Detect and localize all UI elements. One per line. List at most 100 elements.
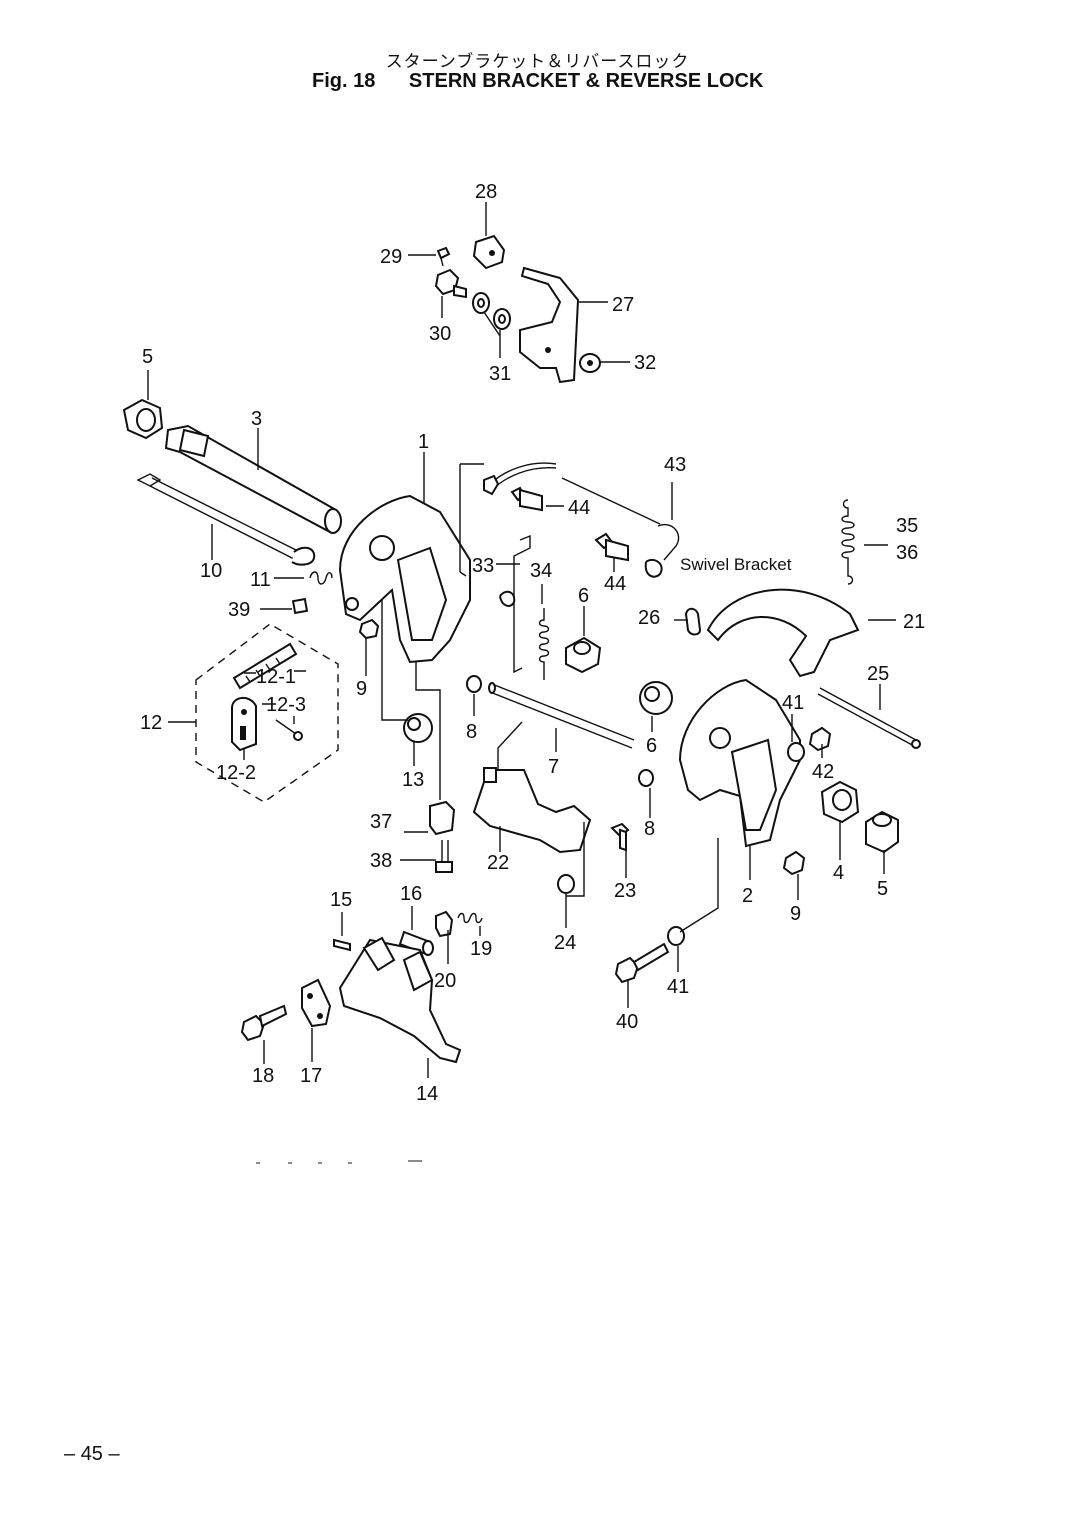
part-44-screw-upper (510, 486, 543, 512)
callout-25: 25 (867, 663, 889, 685)
callout-20: 20 (434, 970, 456, 992)
figure-number: Fig. 18 (312, 70, 376, 92)
callout-6-upper: 6 (578, 585, 589, 607)
scan-artifact (256, 1160, 422, 1164)
part-11-spring (309, 571, 333, 585)
callout-5-left: 5 (142, 346, 153, 368)
part-20-stopper (435, 910, 454, 938)
part-4-nut (820, 780, 860, 824)
callout-3: 3 (251, 408, 262, 430)
callout-1: 1 (418, 431, 429, 453)
callout-22: 22 (487, 852, 509, 874)
page-number: – 45 – (64, 1443, 120, 1465)
part-33-link-rod (499, 534, 531, 674)
callout-34: 34 (530, 560, 552, 582)
part-12-3-bolt (275, 719, 303, 741)
part-16-sleeve (398, 930, 434, 956)
callout-33: 33 (472, 555, 494, 577)
callout-43: 43 (664, 454, 686, 476)
callout-23: 23 (614, 880, 636, 902)
part-26-clip (684, 607, 702, 636)
callout-35: 35 (896, 515, 918, 537)
part-38-bolt (435, 840, 453, 873)
part-3-tilt-tube (164, 424, 342, 534)
part-14-reverse-lock (338, 936, 462, 1064)
callout-36: 36 (896, 542, 918, 564)
callout-8-right: 8 (644, 818, 655, 840)
title-japanese: スターンブラケット＆リバースロック (385, 52, 690, 72)
part-44-screw-lower (594, 532, 629, 562)
part-2-stern-bracket (678, 678, 801, 848)
part-5-cap-nut (122, 398, 164, 440)
figure-title: Fig. 18 STERN BRACKET & REVERSE LOCK (312, 70, 763, 93)
callout-9-right: 9 (790, 903, 801, 925)
callout-30: 30 (429, 323, 451, 345)
part-40-bolt (614, 942, 670, 984)
callout-32: 32 (634, 352, 656, 374)
callout-12-3: 12-3 (266, 694, 306, 716)
part-9-nut (358, 618, 380, 640)
part-42-nut (808, 726, 832, 752)
part-39-plate (291, 597, 309, 615)
callout-29: 29 (380, 246, 402, 268)
part-24-washer (557, 874, 575, 894)
part-19-spring (457, 912, 483, 924)
part-35-36-spring (841, 499, 855, 585)
callout-10: 10 (200, 560, 222, 582)
figure-title-text: STERN BRACKET & REVERSE LOCK (408, 70, 764, 92)
swivel-bracket-annotation: Swivel Bracket (680, 555, 792, 574)
callout-38: 38 (370, 850, 392, 872)
callout-12-1: 12-1 (256, 666, 296, 688)
callout-41-upper: 41 (782, 692, 804, 714)
callout-28: 28 (475, 181, 497, 203)
callout-8-left: 8 (466, 721, 477, 743)
callout-11: 11 (250, 569, 271, 591)
part-15-pin (333, 938, 351, 952)
part-7-shaft (488, 682, 635, 749)
callout-14: 14 (416, 1083, 438, 1105)
callout-31: 31 (489, 363, 511, 385)
callout-16: 16 (400, 883, 422, 905)
part-12-1-pin (232, 642, 298, 690)
part-41-washer-upper (787, 742, 805, 762)
part-8-washer-right (638, 769, 654, 787)
callout-13: 13 (402, 769, 424, 791)
leader-lines (147, 202, 896, 1078)
part-10-rod (136, 473, 316, 566)
part-6-bushing-upper (565, 636, 602, 674)
part-31-washers (472, 292, 511, 330)
page-number-value: 45 (80, 1443, 103, 1465)
part-30-bolt (434, 268, 467, 299)
callout-7: 7 (548, 756, 559, 778)
callout-44-upper: 44 (568, 497, 590, 519)
callout-17: 17 (300, 1065, 322, 1087)
callout-19: 19 (470, 938, 492, 960)
callout-labels: 28 29 30 31 27 32 5 3 1 10 11 39 33 34 9… (140, 181, 925, 1105)
callout-41-lower: 41 (667, 976, 689, 998)
part-43-cable (483, 462, 680, 578)
callout-15: 15 (330, 889, 352, 911)
part-34-spring (538, 608, 550, 680)
callout-2: 2 (742, 885, 753, 907)
callout-27: 27 (612, 294, 634, 316)
callout-37: 37 (370, 811, 392, 833)
part-5-cap-right (865, 810, 899, 854)
part-12-group-outline (195, 623, 339, 803)
callout-4: 4 (833, 862, 844, 884)
part-32-washer (579, 353, 601, 373)
part-6-bushing-lower (639, 681, 673, 715)
part-37-block (429, 800, 456, 836)
callout-12-2: 12-2 (216, 762, 256, 784)
part-12-2-lever (231, 697, 257, 752)
part-1-stern-bracket (338, 494, 471, 664)
part-21-swivel-arm (706, 588, 860, 678)
part-9-nut-right (782, 850, 806, 876)
callout-40: 40 (616, 1011, 638, 1033)
part-18-bolt (240, 1004, 288, 1042)
part-8-washer-left (466, 675, 482, 693)
part-17-plate (301, 978, 332, 1028)
callout-5-right: 5 (877, 878, 888, 900)
callout-26: 26 (638, 607, 660, 629)
part-27-bracket (519, 266, 580, 384)
